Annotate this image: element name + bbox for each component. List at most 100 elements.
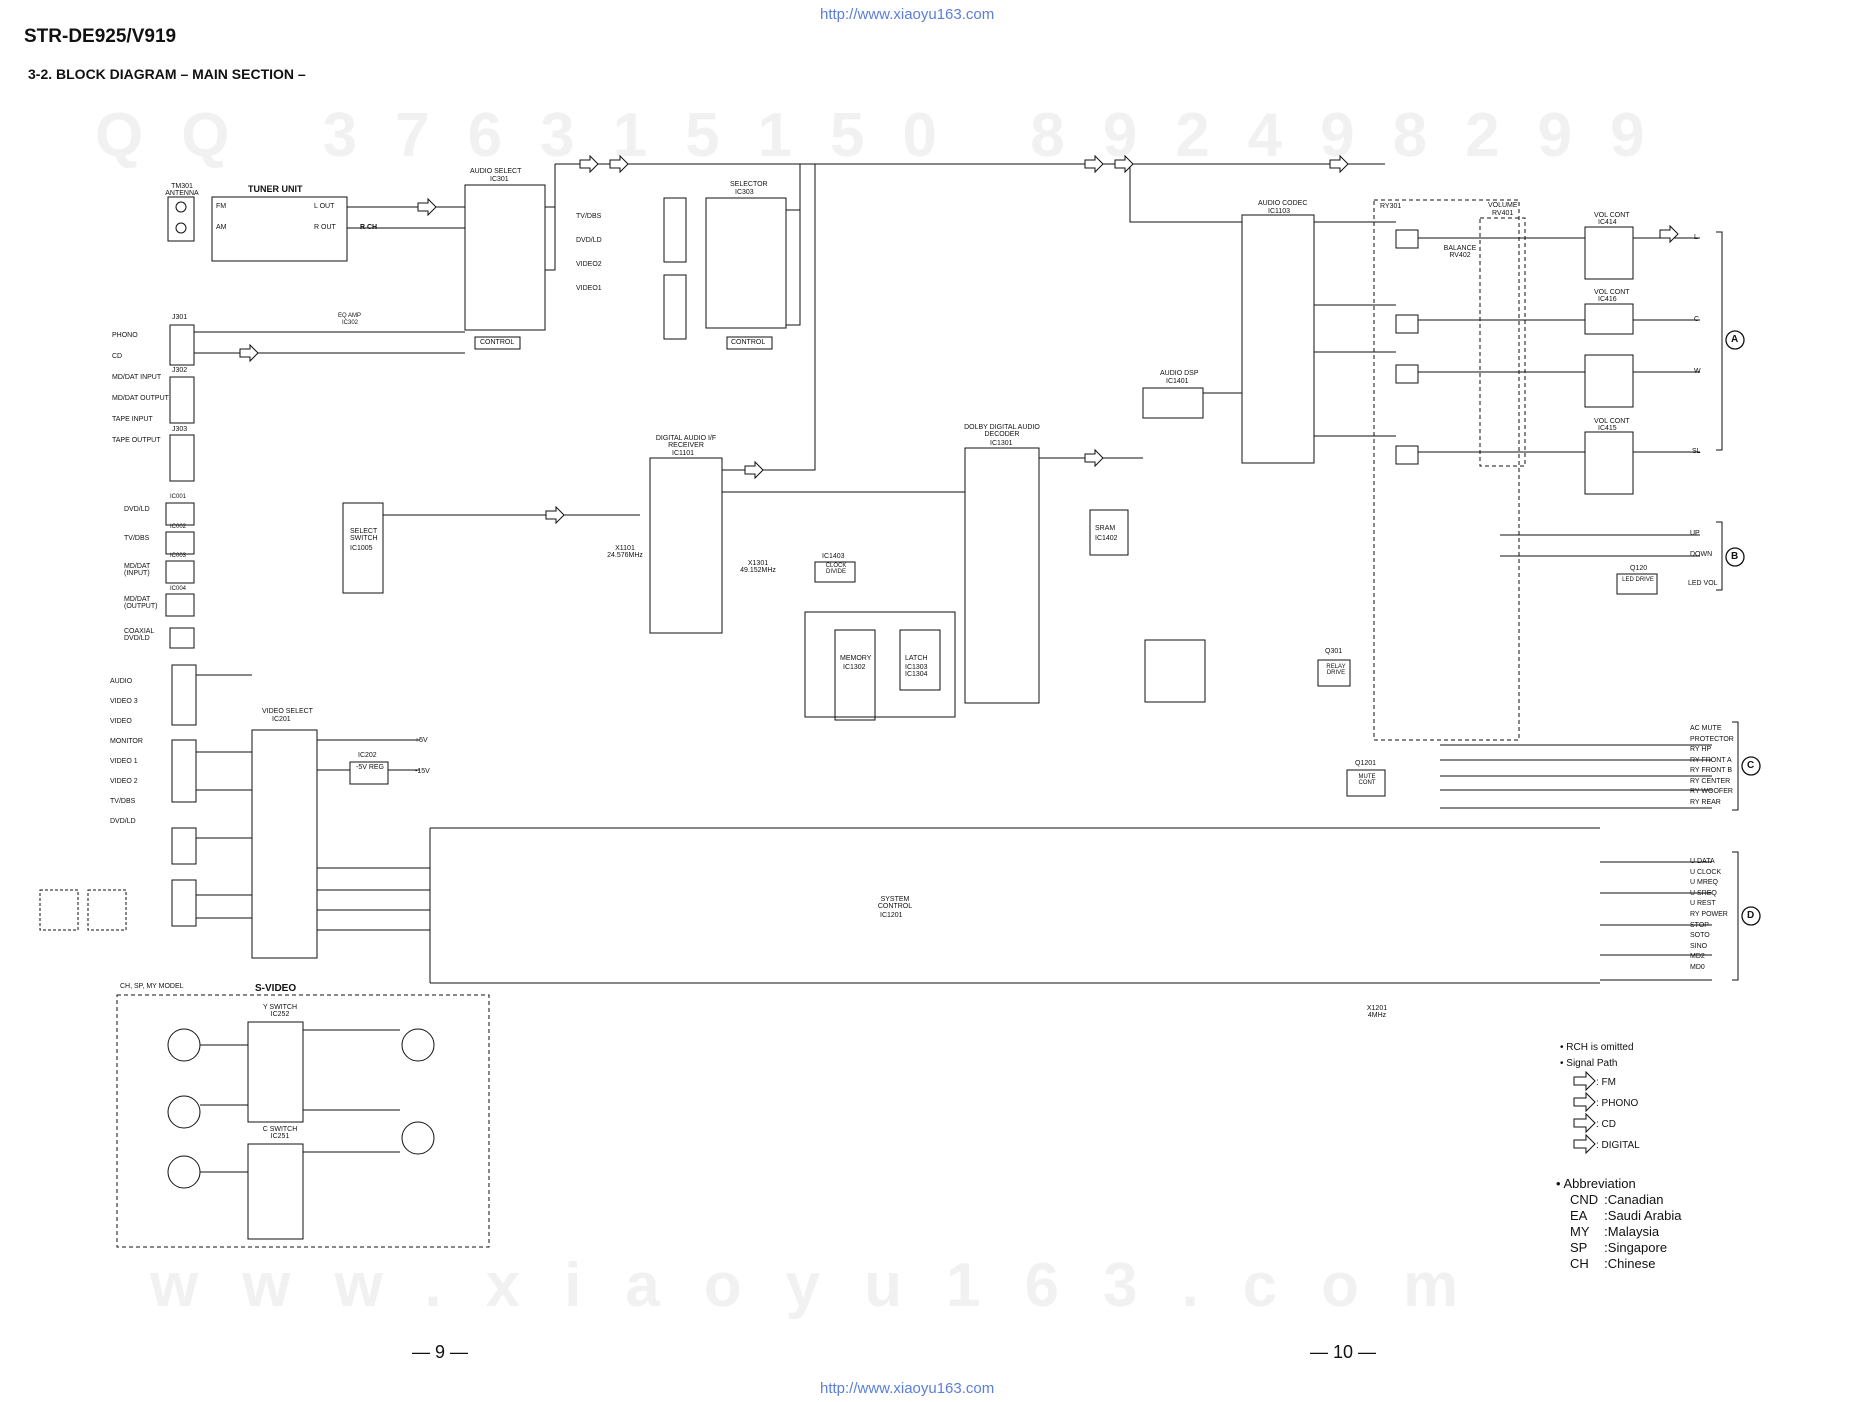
balance-label: BALANCE RV402 — [1443, 245, 1477, 259]
memory-name: MEMORY — [840, 655, 872, 662]
d-signal: RY POWER — [1690, 910, 1728, 918]
abbreviation-row: CND :Canadian — [1556, 1192, 1688, 1208]
abbr-code: CND — [1570, 1192, 1599, 1207]
abbreviation-table: CND :Canadian EA :Saudi Arabia MY :Malaysia… — [1556, 1192, 1688, 1272]
video-input: AUDIO — [110, 678, 133, 685]
abbr-code: MY — [1570, 1224, 1590, 1239]
url-top[interactable]: http://www.xiaoyu163.com — [820, 6, 995, 23]
mute-cont-q: Q1201 — [1355, 760, 1377, 767]
abbr-name: :Canadian — [1604, 1192, 1664, 1207]
audio-input: PHONO — [112, 332, 138, 339]
am-label: AM — [216, 224, 227, 231]
selector-control: CONTROL — [731, 339, 766, 346]
c-signal: RY FRONT B — [1690, 767, 1733, 774]
reg-name: -5V REG — [356, 764, 385, 771]
watermark-bottom: www.xiaoyu163.com — [150, 1251, 1503, 1320]
abbr-name: :Saudi Arabia — [1604, 1208, 1682, 1223]
d-signal: U MREQ — [1690, 879, 1718, 887]
phono-arrow-icon — [1560, 1097, 1586, 1111]
dai-xtal: X1101 24.576MHz — [607, 545, 643, 559]
led-vol-label: LED VOL — [1688, 580, 1718, 587]
abbr-code: EA — [1570, 1208, 1588, 1223]
out-c: C — [1694, 316, 1700, 323]
abbr-name: :Malaysia — [1604, 1224, 1660, 1239]
d-signal: U CLOCK — [1690, 868, 1722, 876]
reg-ic: IC202 — [358, 752, 377, 759]
abbr-code: CH — [1570, 1256, 1589, 1271]
coaxial-label: COAXIAL DVD/LD — [124, 628, 155, 642]
selector-name: SELECTOR — [730, 181, 768, 188]
url-bottom[interactable]: http://www.xiaoyu163.com — [820, 1380, 995, 1397]
memory-ic: IC1302 — [843, 664, 866, 671]
selector-input: TV/DBS — [576, 213, 602, 220]
svideo-models: CH, SP, MY MODEL — [120, 983, 184, 990]
fm-label: FM — [216, 203, 227, 210]
legend: • RCH is omitted • Signal Path : FM : PH… — [1560, 1040, 1640, 1156]
system-control-ic: IC1201 — [880, 912, 903, 919]
legend-label: : FM — [1596, 1076, 1616, 1088]
vol-cont-2: VOL CONT — [1594, 289, 1630, 296]
rout-label: R OUT — [314, 224, 336, 231]
latch-ic: IC1303 IC1304 — [905, 664, 928, 678]
clock-xtal: X1301 49.152MHz — [740, 560, 776, 574]
tuner-title: TUNER UNIT — [248, 184, 303, 194]
vol-cont-4-ic: IC415 — [1598, 425, 1617, 432]
page-number-left: — 9 — — [412, 1342, 469, 1362]
model-title: STR-DE925/V919 — [24, 26, 177, 47]
c-signal: RY FRONT A — [1690, 756, 1732, 764]
abbreviation-row: EA :Saudi Arabia — [1556, 1208, 1688, 1224]
audio-input: TAPE INPUT — [112, 416, 153, 423]
ir-ic-3: IC003 — [170, 553, 187, 559]
legend-label: : DIGITAL — [1596, 1139, 1640, 1151]
ir-ic-1: IC001 — [170, 494, 187, 500]
select-switch-name: SELECT SWITCH — [350, 528, 378, 542]
d-signal: STOP — [1690, 921, 1709, 929]
video-input-list: AUDIO VIDEO 3 VIDEO MONITOR VIDEO 1 VIDE… — [110, 672, 143, 832]
svideo-title: S-VIDEO — [255, 983, 297, 994]
dai-name: DIGITAL AUDIO I/F RECEIVER — [655, 435, 717, 449]
dsp-ic: IC1401 — [1166, 378, 1189, 385]
abbr-name: :Singapore — [1604, 1240, 1668, 1255]
dsp-name: AUDIO DSP — [1160, 370, 1199, 377]
watermark-top: QQ 376315150 892498299 — [95, 101, 1683, 170]
c-signal: RY HP — [1690, 746, 1712, 753]
abbreviation-title: • Abbreviation — [1556, 1176, 1636, 1191]
cd-arrow-icon — [1560, 1118, 1586, 1132]
sig-up: UP — [1690, 530, 1700, 537]
clock-divide-ic: IC1403 — [822, 553, 845, 560]
dolby-ic: IC1301 — [990, 440, 1013, 447]
audio-input-list: PHONO CD MD/DAT INPUT MD/DAT OUTPUT TAPE… — [112, 325, 169, 451]
plus5v: +5V — [415, 737, 428, 744]
select-switch-ic: IC1005 — [350, 545, 373, 552]
d-signal: SOTO — [1690, 932, 1710, 940]
ir-ic-2: IC002 — [170, 524, 187, 530]
d-signal: U REST — [1690, 900, 1716, 908]
abbreviation-row: CH:Chinese — [1556, 1256, 1688, 1272]
legend-item-cd: : CD — [1560, 1114, 1640, 1135]
relay-q: Q301 — [1325, 648, 1343, 655]
clock-divide-name: CLOCK DIVIDE — [825, 563, 847, 575]
audio-select-ic: IC301 — [490, 176, 509, 183]
selector-input-list: TV/DBS DVD/LD VIDEO2 VIDEO1 — [576, 205, 602, 301]
jack-j301: J301 — [172, 314, 188, 321]
video-select-ic: IC201 — [272, 716, 291, 723]
sram-name: SRAM — [1095, 525, 1116, 532]
audio-input: CD — [112, 353, 123, 360]
dai-ic: IC1101 — [672, 450, 695, 457]
video-input: VIDEO 2 — [110, 778, 138, 785]
legend-note: • RCH is omitted — [1560, 1042, 1634, 1053]
eq-amp-name: EQ AMP — [338, 313, 362, 319]
audio-input: MD/DAT INPUT — [112, 374, 162, 381]
legend-note: • Signal Path — [1560, 1058, 1618, 1069]
d-signal: SINO — [1690, 942, 1708, 950]
rch-label: R CH — [360, 224, 378, 231]
abbreviation-block: • Abbreviation CND :Canadian EA :Saudi Ara… — [1556, 1176, 1688, 1272]
d-signal: U DATA — [1690, 858, 1715, 865]
volume-name: VOLUME — [1488, 202, 1518, 209]
relay-ry: RY301 — [1380, 203, 1402, 210]
ir-ic-4: IC004 — [170, 586, 187, 592]
sig-down: DOWN — [1690, 551, 1713, 558]
lout-label: L OUT — [314, 203, 335, 210]
digital-arrow-icon — [1560, 1139, 1586, 1153]
video-input: VIDEO 3 — [110, 698, 138, 705]
